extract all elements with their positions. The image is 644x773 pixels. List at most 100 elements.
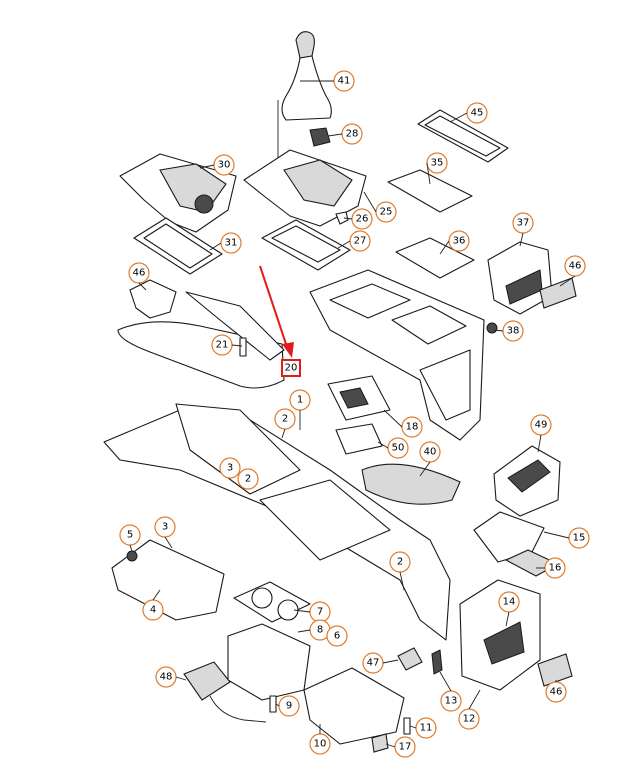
svg-text:47: 47	[367, 658, 380, 669]
tray-10	[303, 667, 405, 745]
callout-47[interactable]: 47	[362, 652, 384, 674]
svg-text:25: 25	[380, 207, 393, 218]
callout-36[interactable]: 36	[448, 230, 470, 252]
callout-15[interactable]: 15	[568, 527, 590, 549]
svg-text:26: 26	[356, 214, 369, 225]
svg-text:14: 14	[503, 597, 516, 608]
callout-11[interactable]: 11	[415, 717, 437, 739]
callout-40[interactable]: 40	[419, 441, 441, 463]
svg-text:50: 50	[392, 443, 405, 454]
callout-4[interactable]: 4	[142, 599, 164, 621]
callout-3-top[interactable]: 3	[219, 457, 241, 479]
gear-knob-boot	[277, 31, 332, 170]
svg-text:8: 8	[317, 625, 323, 636]
callout-7[interactable]: 7	[309, 601, 331, 623]
callout-1[interactable]: 1	[289, 389, 311, 411]
svg-text:35: 35	[431, 158, 444, 169]
svg-text:21: 21	[216, 340, 229, 351]
mat-35	[387, 169, 473, 213]
callout-38[interactable]: 38	[502, 320, 524, 342]
screw-9	[269, 695, 277, 713]
svg-text:15: 15	[573, 533, 586, 544]
armrest-40	[361, 463, 461, 505]
screw-26	[335, 211, 349, 225]
nut-5	[126, 550, 138, 562]
svg-text:2: 2	[397, 557, 403, 568]
part-drawings	[103, 31, 577, 753]
svg-text:4: 4	[150, 605, 156, 616]
cover-46-top	[539, 277, 577, 309]
callout-49[interactable]: 49	[530, 414, 552, 436]
svg-text:46: 46	[569, 261, 582, 272]
callout-12[interactable]: 12	[458, 708, 480, 730]
svg-text:31: 31	[225, 238, 238, 249]
callout-5[interactable]: 5	[119, 524, 141, 546]
callout-21[interactable]: 21	[211, 334, 233, 356]
svg-text:36: 36	[453, 236, 466, 247]
switch-28	[309, 127, 331, 147]
svg-text:1: 1	[297, 395, 303, 406]
svg-text:12: 12	[463, 714, 476, 725]
callout-16[interactable]: 16	[544, 557, 566, 579]
callout-31[interactable]: 31	[220, 232, 242, 254]
svg-text:3: 3	[227, 463, 233, 474]
svg-text:6: 6	[334, 631, 340, 642]
svg-text:2: 2	[282, 414, 288, 425]
highlight-label: 20	[285, 363, 298, 374]
callout-45[interactable]: 45	[466, 102, 488, 124]
selector-trim-25	[243, 149, 367, 227]
bracket-4	[111, 539, 225, 621]
rear-vent-37	[487, 241, 553, 315]
callout-6[interactable]: 6	[326, 625, 348, 647]
insert-17	[371, 733, 389, 753]
callout-46-left[interactable]: 46	[128, 262, 150, 284]
callout-41[interactable]: 41	[333, 70, 355, 92]
callout-17[interactable]: 17	[394, 736, 416, 758]
callout-2-top[interactable]: 2	[274, 408, 296, 430]
callout-35[interactable]: 35	[426, 152, 448, 174]
callout-2-right[interactable]: 2	[389, 551, 411, 573]
callout-14[interactable]: 14	[498, 591, 520, 613]
upper-console	[309, 269, 485, 441]
screw-11	[403, 717, 411, 735]
svg-text:37: 37	[517, 218, 530, 229]
bracket-46	[129, 279, 177, 319]
socket-47	[397, 647, 423, 671]
callout-48[interactable]: 48	[155, 666, 177, 688]
callout-18[interactable]: 18	[401, 416, 423, 438]
callout-26[interactable]: 26	[351, 208, 373, 230]
callout-30[interactable]: 30	[213, 154, 235, 176]
callout-13[interactable]: 13	[440, 690, 462, 712]
callout-46-top-right[interactable]: 46	[564, 255, 586, 277]
callout-28[interactable]: 28	[341, 123, 363, 145]
callout-25[interactable]: 25	[375, 201, 397, 223]
svg-text:2: 2	[245, 474, 251, 485]
highlight-arrow	[259, 265, 294, 358]
svg-text:40: 40	[424, 447, 437, 458]
cupholder	[227, 581, 311, 701]
mat-36	[395, 237, 475, 279]
module-48	[183, 661, 267, 723]
screw-21	[239, 337, 247, 357]
svg-text:18: 18	[406, 422, 419, 433]
rear-vent-49	[493, 445, 561, 517]
svg-text:10: 10	[314, 739, 327, 750]
panel-15	[473, 511, 545, 563]
svg-text:9: 9	[286, 701, 292, 712]
svg-text:30: 30	[218, 160, 231, 171]
svg-text:27: 27	[354, 236, 367, 247]
callout-9[interactable]: 9	[278, 695, 300, 717]
highlighted-part-20[interactable]: 20	[281, 359, 301, 377]
callout-10[interactable]: 10	[309, 733, 331, 755]
rear-panel-12	[459, 579, 541, 691]
callout-3-left[interactable]: 3	[154, 516, 176, 538]
callout-37[interactable]: 37	[512, 212, 534, 234]
svg-text:46: 46	[550, 687, 563, 698]
switch-50	[335, 423, 383, 455]
callout-2-mid[interactable]: 2	[237, 468, 259, 490]
svg-text:49: 49	[535, 420, 548, 431]
callout-46-bottom-right[interactable]: 46	[545, 681, 567, 703]
callout-27[interactable]: 27	[349, 230, 371, 252]
callout-50[interactable]: 50	[387, 437, 409, 459]
